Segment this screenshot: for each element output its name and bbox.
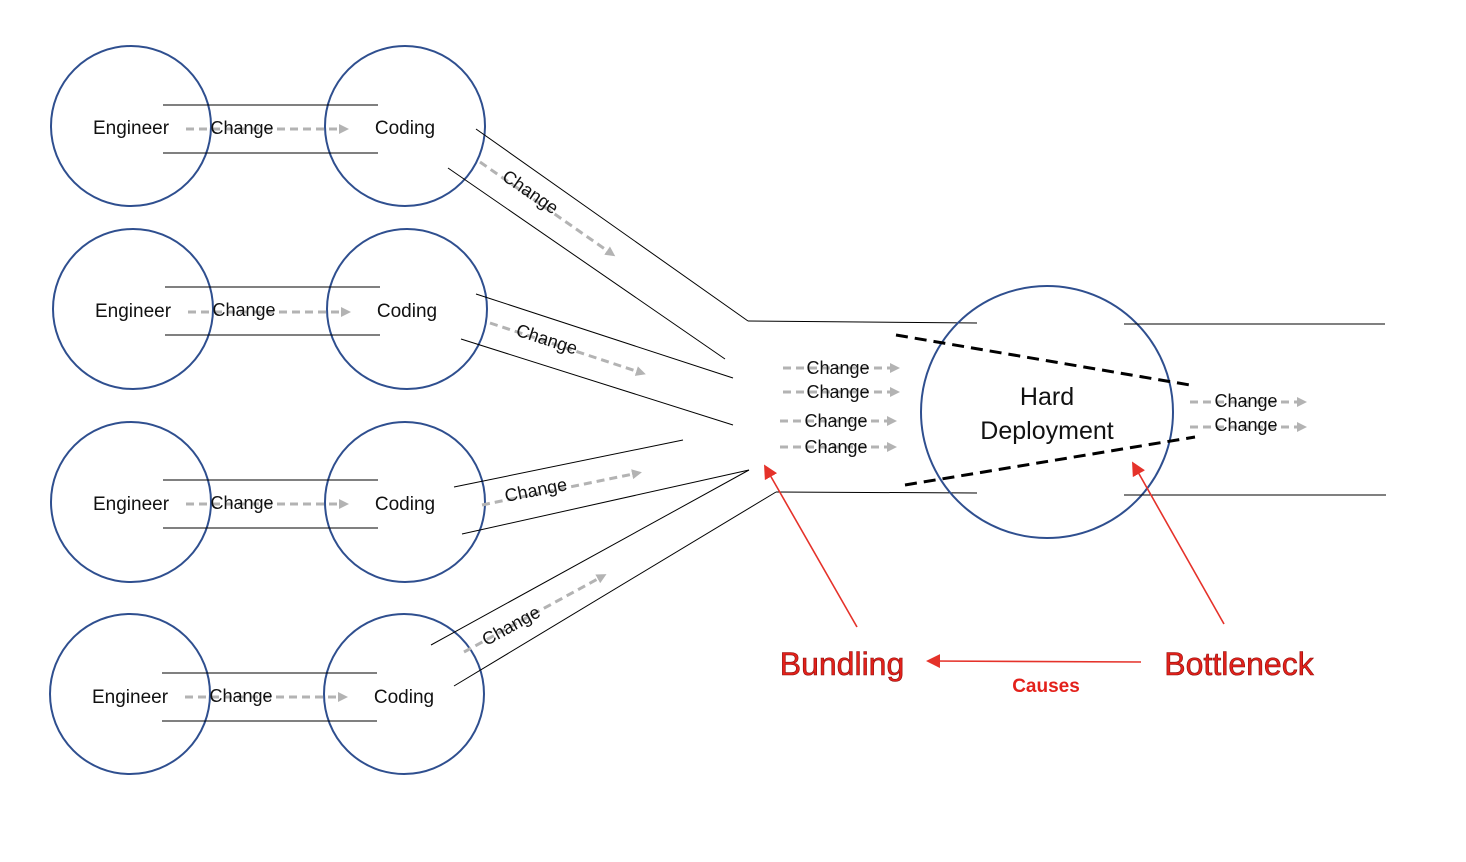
causes-arrow [926, 654, 1142, 669]
pipe-out-top [475, 128, 749, 322]
coding-label: Coding [377, 301, 437, 322]
coding-node [324, 421, 486, 583]
change-out-arrow [463, 574, 607, 654]
bundling-pointer-arrow [764, 464, 858, 628]
pipe-out-bottom [460, 338, 734, 426]
bundle-pipe-top [747, 320, 978, 324]
change-out-label: Change [479, 602, 544, 650]
engineer-label: Engineer [93, 494, 170, 515]
engineer-node [50, 45, 212, 207]
row-4: Engineer Change Coding Change [49, 469, 777, 775]
change-out-label: Change [514, 320, 580, 359]
pipe-out-top [430, 469, 750, 646]
change-label: Change [212, 300, 275, 320]
change-out-label: Change [503, 474, 569, 506]
pipe-out-top [475, 293, 734, 379]
deployment-label-line1: Hard [1020, 383, 1074, 411]
funnel-top-edge [895, 333, 1191, 387]
pipe-out-top [453, 439, 684, 488]
change-out-arrow [489, 321, 646, 376]
bundling-label: Bundling [780, 646, 905, 682]
coding-node [326, 228, 488, 390]
deployment-label-line2: Deployment [980, 417, 1113, 445]
change-label: Change [210, 493, 273, 513]
row-1: Engineer Change Coding Change [50, 45, 749, 360]
bundle-pipe-bottom [775, 491, 978, 494]
row-2: Engineer Change Coding Change [52, 228, 734, 426]
engineer-label: Engineer [93, 118, 170, 139]
change-label: Change [210, 118, 273, 138]
change-out-arrow [479, 160, 616, 257]
engineer-label: Engineer [92, 687, 169, 708]
row-3: Engineer Change Coding Change [50, 421, 750, 583]
engineer-label: Engineer [95, 301, 172, 322]
bottleneck-pointer-arrow [1132, 461, 1225, 625]
engineer-node [50, 421, 212, 583]
bundle-change-label: Change [806, 382, 869, 402]
causes-label: Causes [1012, 676, 1080, 697]
bundle-change-label: Change [804, 411, 867, 431]
annotations: Bundling Bottleneck Causes [764, 461, 1315, 697]
coding-node [323, 613, 485, 775]
deployment-node [920, 285, 1174, 539]
funnel-bottom-edge [904, 435, 1196, 487]
output-change-label: Change [1214, 415, 1277, 435]
bundle-change-label: Change [804, 437, 867, 457]
change-label: Change [209, 686, 272, 706]
bottleneck-label: Bottleneck [1164, 646, 1314, 682]
change-out-arrow [481, 469, 642, 507]
pipe-out-bottom [453, 491, 777, 687]
pipe-out-bottom [447, 167, 726, 360]
deployment-section: Change Change Change Change Hard Deploym… [747, 285, 1386, 539]
output-change-label: Change [1214, 391, 1277, 411]
engineer-node [49, 613, 211, 775]
bundle-change-label: Change [806, 358, 869, 378]
coding-label: Coding [375, 494, 435, 515]
coding-node [324, 45, 486, 207]
coding-label: Coding [374, 687, 434, 708]
engineer-node [52, 228, 214, 390]
change-out-label: Change [499, 166, 562, 218]
pipe-out-bottom [461, 469, 750, 535]
coding-label: Coding [375, 118, 435, 139]
